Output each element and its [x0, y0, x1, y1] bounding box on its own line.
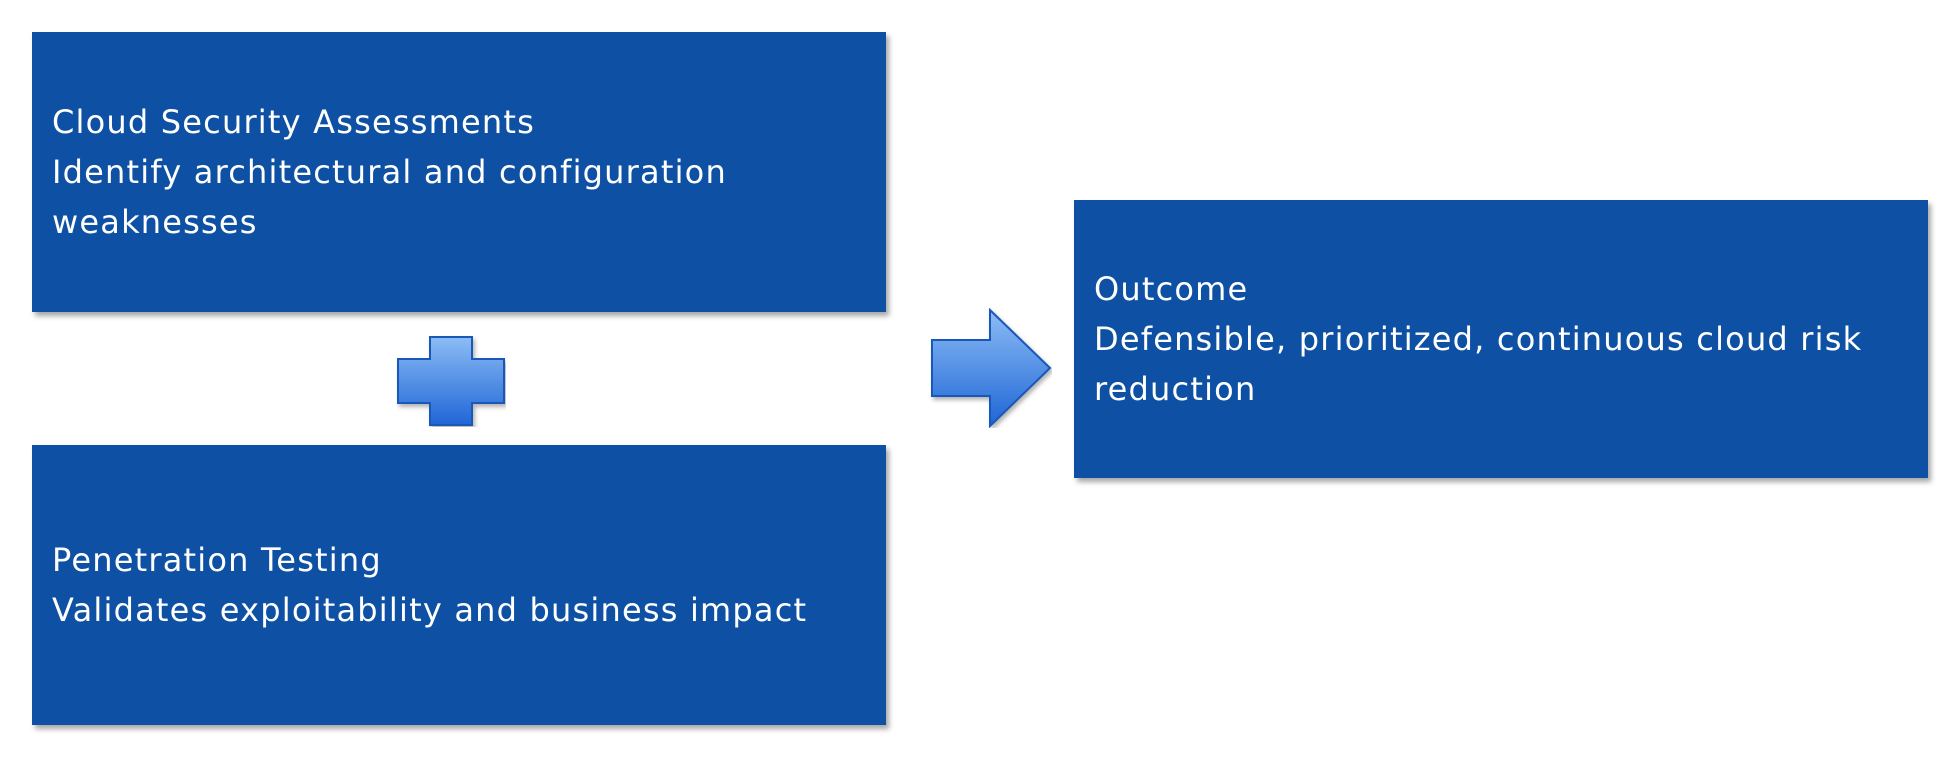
assessment-description: Identify architectural and configuration… [52, 153, 727, 241]
arrow-right-icon [931, 308, 1052, 428]
plus-icon [397, 336, 505, 426]
outcome-box: Outcome Defensible, prioritized, continu… [1074, 200, 1928, 478]
assessment-box: Cloud Security Assessments Identify arch… [32, 32, 886, 312]
assessment-title: Cloud Security Assessments [52, 103, 535, 141]
pentest-box: Penetration Testing Validates exploitabi… [32, 445, 886, 725]
pentest-title: Penetration Testing [52, 541, 382, 579]
outcome-title: Outcome [1094, 270, 1249, 308]
outcome-description: Defensible, prioritized, continuous clou… [1094, 320, 1863, 408]
pentest-description: Validates exploitability and business im… [52, 591, 808, 629]
